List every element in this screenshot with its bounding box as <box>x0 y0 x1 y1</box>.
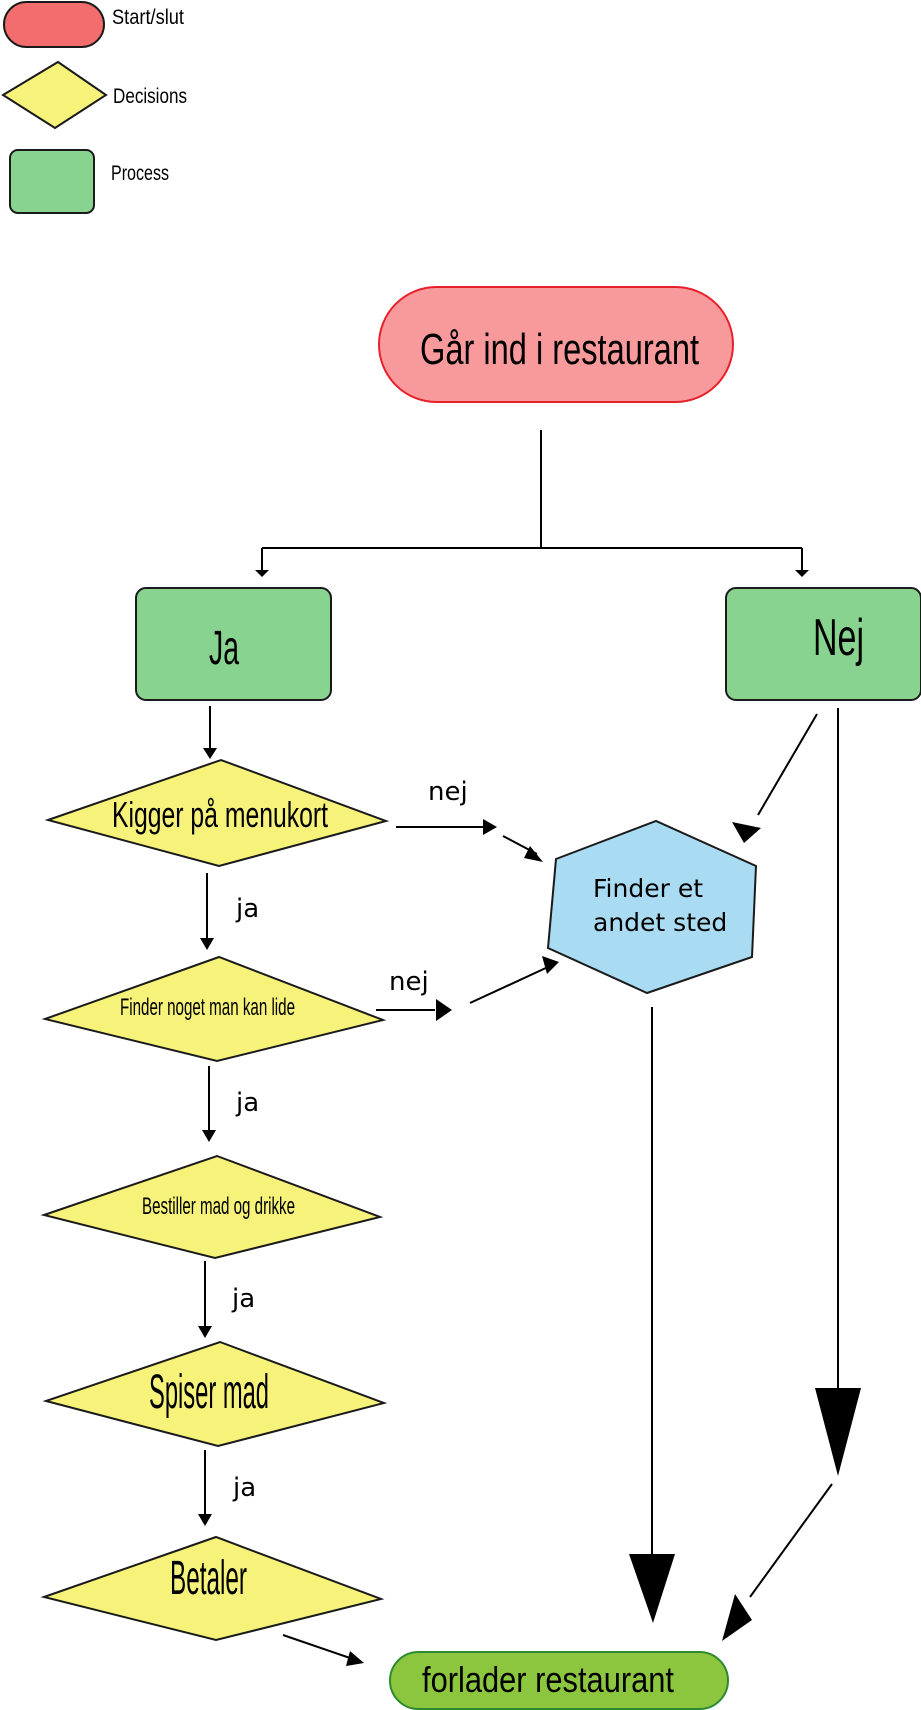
edge-label-no-2: nej <box>389 967 429 997</box>
decision-pay <box>40 1535 385 1642</box>
arrowhead-to-eat <box>198 1326 212 1338</box>
arrowhead-to-order <box>202 1130 216 1142</box>
left-flow-lines <box>204 706 211 1514</box>
arrowhead-no-1 <box>483 819 497 835</box>
arrowhead-to-look-menu <box>203 748 217 759</box>
decision-order-label: Bestiller mad og drikke <box>142 1193 295 1220</box>
branch-arrowhead-left <box>255 570 269 577</box>
decision-look-menu-label: Kigger på menukort <box>112 794 328 835</box>
legend-start-end-shape <box>3 1 105 48</box>
end-node-label: forlader restaurant <box>422 1659 674 1700</box>
arrowhead-no-2b <box>542 956 559 974</box>
edge-label-yes-1: ja <box>235 894 259 924</box>
decision-pay-label: Betaler <box>170 1552 247 1605</box>
no-process-box <box>725 587 921 701</box>
edge-label-yes-4: ja <box>232 1473 256 1503</box>
start-node <box>378 286 734 403</box>
decision-find-liked-label: Finder noget man kan lide <box>120 994 295 1021</box>
edge-label-yes-2: ja <box>235 1088 259 1118</box>
yes-process-label: Ja <box>209 622 239 675</box>
other-place-hexagon <box>546 819 758 995</box>
no-process-label: Nej <box>813 609 864 667</box>
legend-start-end-label: Start/slut <box>112 6 184 29</box>
nej-path-to-end-line <box>749 1483 833 1598</box>
pay-to-end-arrowhead <box>346 1651 364 1666</box>
start-node-label: Går ind i restaurant <box>420 325 699 374</box>
legend-process-shape <box>9 149 95 214</box>
edge-label-no-1: nej <box>428 777 468 807</box>
decision-eat-label: Spiser mad <box>149 1366 269 1419</box>
decision-order <box>40 1154 384 1260</box>
decision-look-menu <box>44 758 390 868</box>
arrowhead-no-2 <box>436 999 452 1021</box>
nej-box-down-arrowhead <box>815 1388 861 1476</box>
decision-eat <box>42 1340 388 1448</box>
yes-process-box <box>135 587 332 701</box>
arrowhead-to-pay <box>198 1514 212 1526</box>
arrowhead-no-1b <box>524 846 543 862</box>
end-node <box>389 1651 729 1710</box>
nej-path-to-end-arrowhead <box>722 1594 752 1641</box>
other-place-label-line2: andet sted <box>593 908 727 937</box>
legend-decision-label: Decisions <box>113 85 187 108</box>
legend-decision-shape <box>1 60 108 130</box>
pay-to-end-line <box>282 1634 351 1659</box>
decision-find-liked <box>41 955 387 1063</box>
branch-arrowhead-right <box>795 570 809 577</box>
legend: Start/slut Decisions Process <box>1 1 187 214</box>
arrowhead-to-find-liked <box>200 938 214 950</box>
legend-process-label: Process <box>111 162 169 185</box>
other-place-label-line1: Finder et <box>593 874 703 903</box>
branch-connector <box>261 430 803 570</box>
arrowhead-nej-box-to-hexagon <box>732 822 761 843</box>
edge-label-yes-3: ja <box>231 1284 255 1314</box>
hexagon-to-end-arrowhead <box>629 1554 675 1623</box>
